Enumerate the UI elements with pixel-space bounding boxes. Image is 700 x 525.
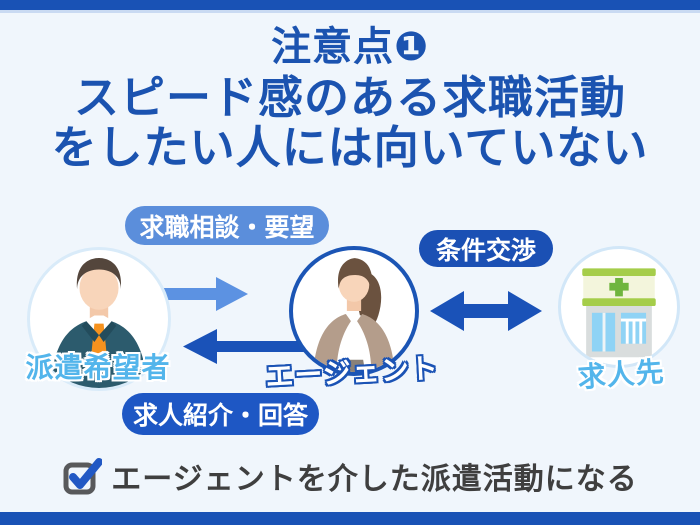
title-line-2: スピード感のある求職活動 <box>73 72 626 123</box>
checked-checkbox-icon <box>63 458 103 495</box>
title-line-1: 注意点❶ <box>271 25 429 69</box>
bottom-border-bar <box>0 512 700 525</box>
employer-label: 求人先 <box>576 355 666 393</box>
page-title: 注意点❶ スピード感のある求職活動 をしたい人には向いていない <box>0 21 700 173</box>
agent-circle <box>289 246 419 376</box>
title-line-3: をしたい人には向いていない <box>51 122 649 173</box>
footer-note: エージェントを介した派遣活動になる <box>0 454 700 498</box>
flow-label-intro: 求人紹介・回答 <box>122 393 319 435</box>
footer-note-text: エージェントを介した派遣活動になる <box>111 463 638 496</box>
arrow-right-icon <box>156 277 248 311</box>
top-border-bar <box>0 0 700 13</box>
arrow-double-icon <box>430 291 542 331</box>
flow-label-negotiate: 条件交渉 <box>419 230 553 267</box>
applicant-circle <box>27 247 171 391</box>
agent-label: エージェント <box>264 352 440 393</box>
storefront-icon <box>582 268 656 358</box>
arrow-left-icon <box>183 329 305 364</box>
applicant-label: 派遣希望者 <box>25 352 171 383</box>
businesswoman-avatar-icon <box>313 258 395 372</box>
employer-circle <box>558 246 680 368</box>
flow-label-consult: 求職相談・要望 <box>125 206 329 245</box>
businessman-avatar-icon <box>50 258 148 388</box>
